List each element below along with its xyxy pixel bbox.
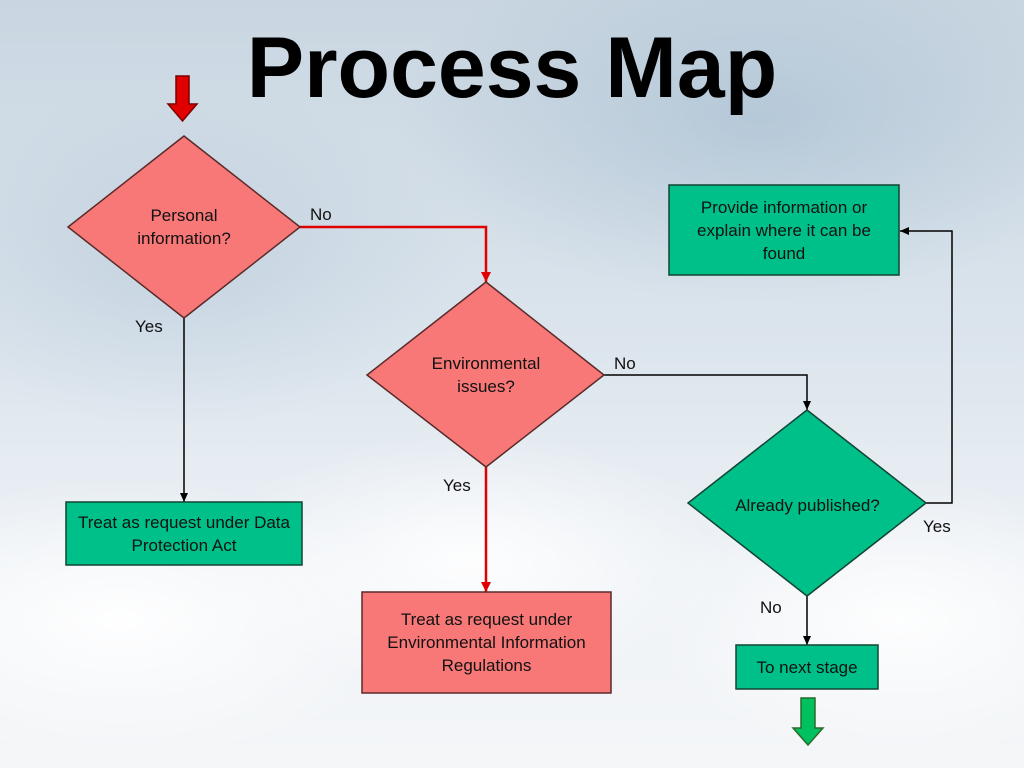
edge-label-personal-no: No <box>310 205 332 224</box>
edge-environmental-no <box>604 374 811 410</box>
already-published-label: Already published? <box>735 495 880 515</box>
box-provide-information <box>668 184 900 276</box>
end-arrow-icon <box>791 697 825 747</box>
environmental-issues-label: Environmental issues? <box>431 354 541 396</box>
edge-label-environmental-no: No <box>614 354 636 373</box>
page-title: Process Map <box>246 20 778 116</box>
data-protection-label: Treat as request under Data Protection A… <box>78 512 290 555</box>
edge-label-personal-yes: Yes <box>135 317 163 336</box>
environmental-regulations-label: Treat as request under Environmental Inf… <box>387 610 586 675</box>
edge-label-published-no: No <box>760 598 782 617</box>
provide-information-label: Provide information or explain where it … <box>697 197 871 263</box>
box-data-protection <box>65 501 303 566</box>
box-next-stage <box>735 644 879 690</box>
decision-already-published <box>686 409 928 597</box>
edge-label-environmental-yes: Yes <box>443 476 471 495</box>
edge-label-published-yes: Yes <box>923 517 951 536</box>
next-stage-label: To next stage <box>756 657 858 677</box>
edge-personal-no <box>300 225 491 282</box>
decision-personal-information <box>66 135 302 319</box>
box-environmental-regulations <box>361 591 612 694</box>
decision-environmental-issues <box>365 281 606 468</box>
start-arrow-icon <box>166 75 199 123</box>
edge-published-yes <box>900 227 953 504</box>
personal-information-label: Personal information? <box>137 206 231 248</box>
